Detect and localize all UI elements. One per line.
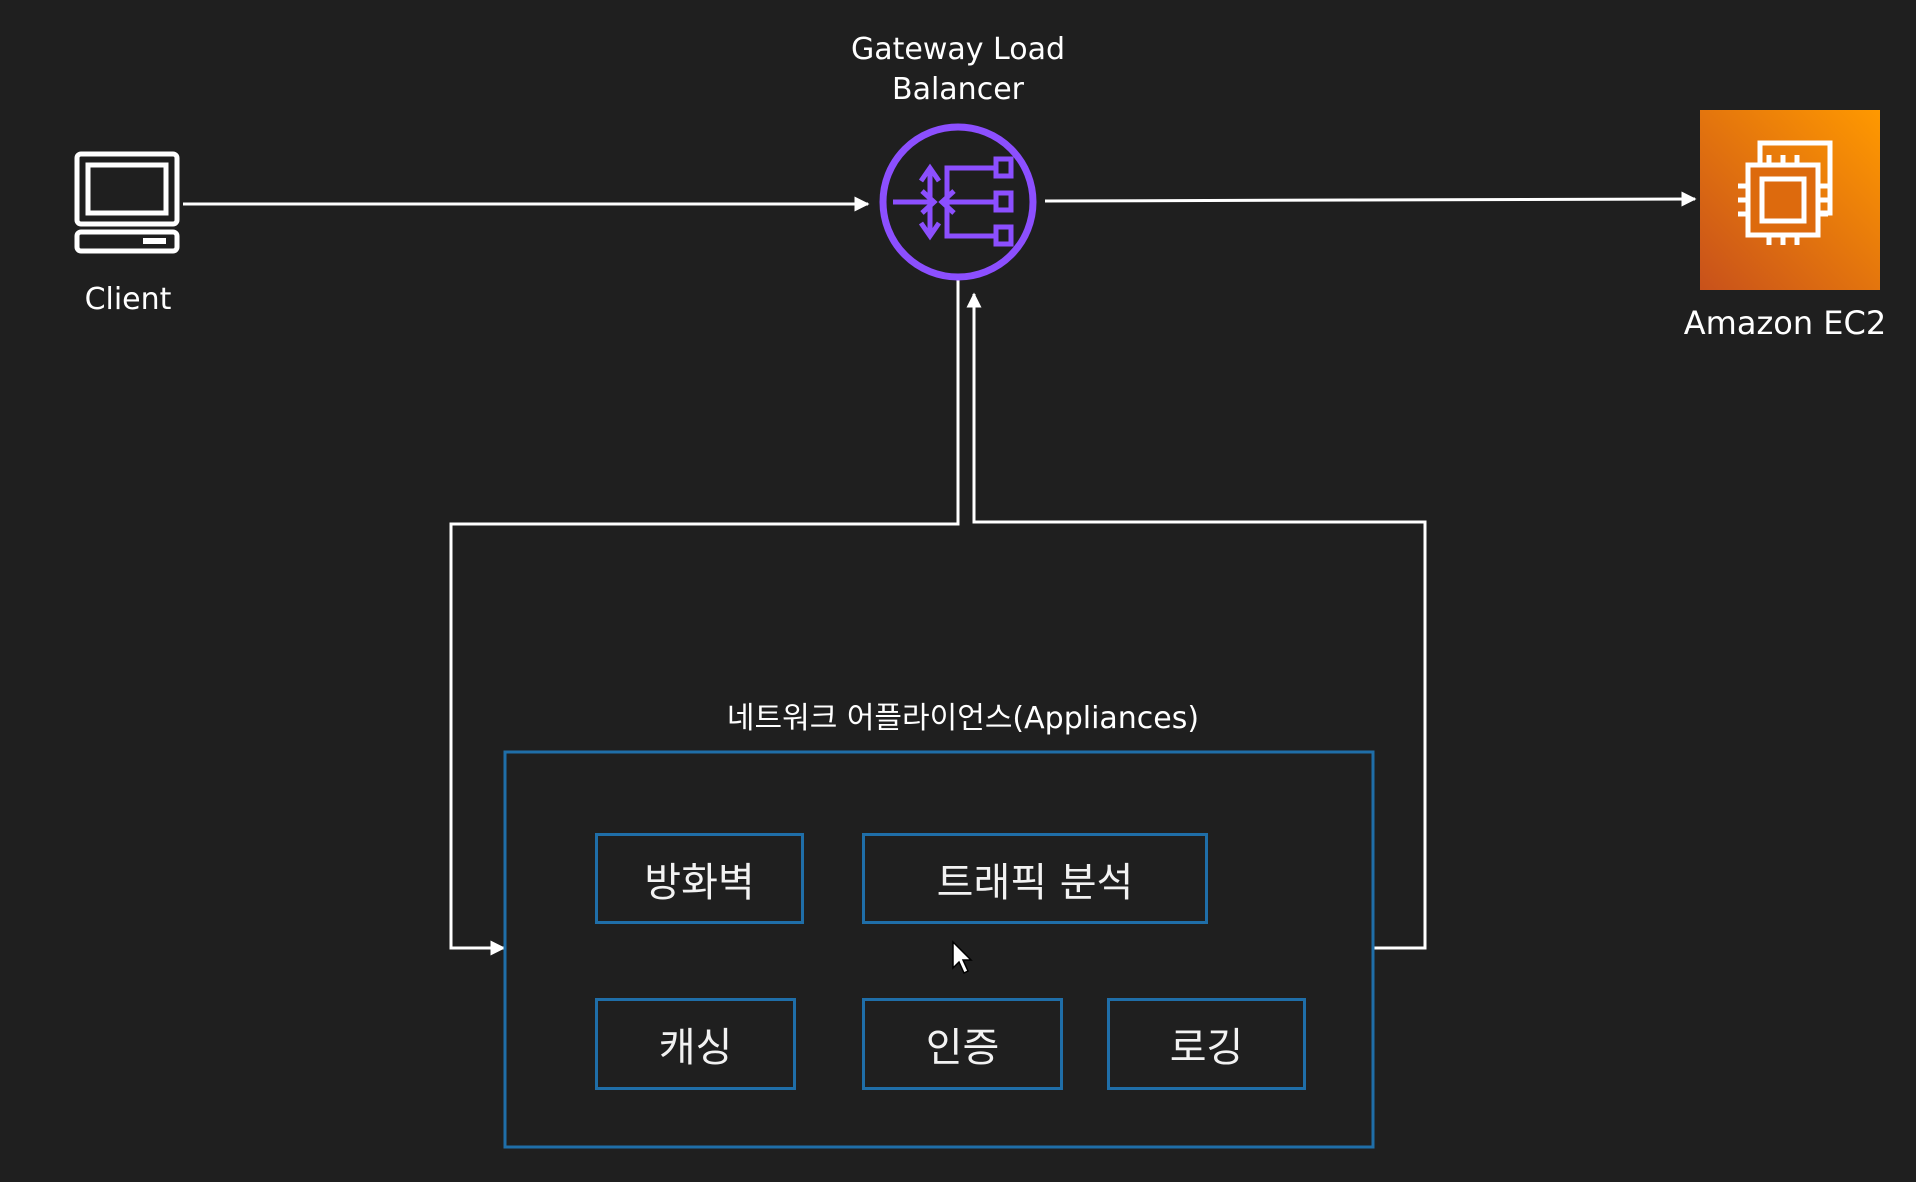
appliance-traffic-analysis: 트래픽 분석 — [862, 833, 1208, 924]
appliance-logging: 로깅 — [1107, 998, 1306, 1090]
connections — [183, 191, 1697, 956]
appliances-group-label: 네트워크 어플라이언스(Appliances) — [726, 701, 1200, 736]
gwlb-to-ec2-arrow — [1044, 191, 1697, 207]
appliance-firewall: 방화벽 — [595, 833, 804, 924]
client-label: Client — [84, 282, 172, 317]
appliances-group-box — [503, 750, 1375, 1149]
ec2-label: Amazon EC2 — [1683, 304, 1887, 342]
gwlb-to-appliances-arrow — [449, 278, 960, 956]
gateway-load-balancer-icon — [879, 123, 1037, 281]
mouse-pointer-icon — [952, 940, 973, 975]
laptop-icon — [74, 151, 180, 254]
gwlb-label: Gateway Load Balancer — [808, 30, 1108, 110]
ec2-chip-icon — [1700, 110, 1880, 290]
appliance-authentication: 인증 — [862, 998, 1063, 1090]
appliances-to-gwlb-arrow — [966, 292, 1427, 950]
gwlb-label-line1: Gateway Load — [850, 32, 1066, 67]
appliance-caching: 캐싱 — [595, 998, 796, 1090]
gwlb-label-line2: Balancer — [892, 72, 1024, 107]
